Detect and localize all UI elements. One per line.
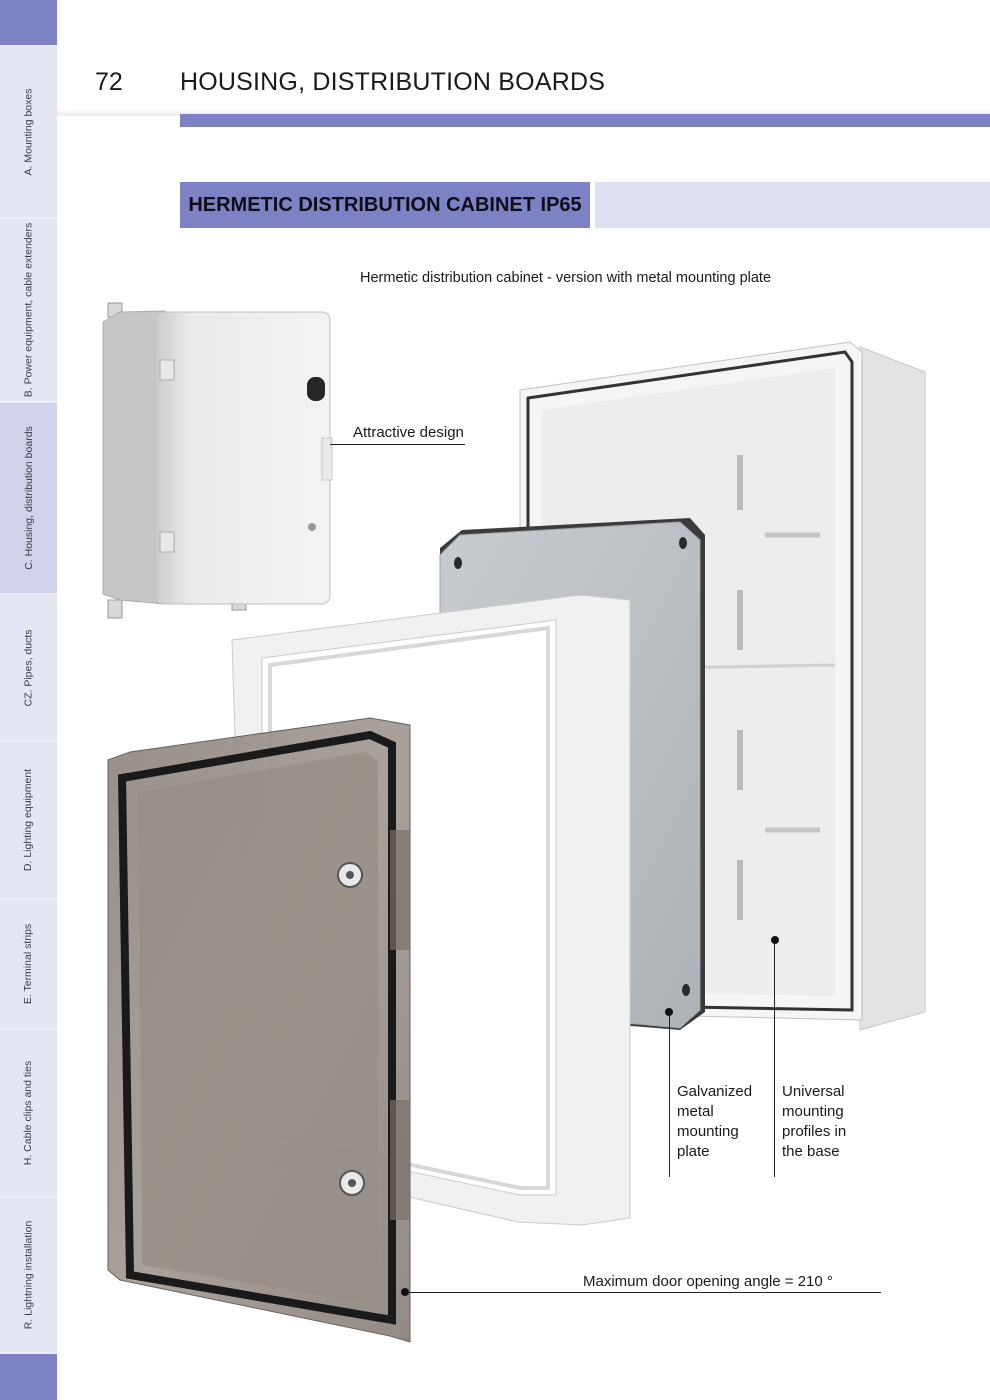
sidebar-nav: A. Mounting boxes B. Power equipment, ca…: [0, 0, 57, 1400]
page-number: 72: [95, 68, 123, 96]
annotation-leader-profiles: [774, 944, 775, 1177]
sidebar-tab-cable-clips[interactable]: H. Cable clips and ties: [0, 1030, 57, 1196]
annotation-leader-design: [330, 444, 465, 445]
section-title-fill: [595, 182, 990, 228]
sidebar-bottom-marker: [0, 1354, 57, 1400]
header-bar: [180, 114, 990, 127]
annotation-line: the base: [782, 1143, 840, 1160]
sidebar-tab-terminal-strips[interactable]: E. Terminal strips: [0, 900, 57, 1028]
sidebar-tab-power-equipment[interactable]: B. Power equipment, cable extenders: [0, 219, 57, 401]
annotation-line: profiles in: [782, 1123, 847, 1140]
sidebar-tab-lightning[interactable]: R. Lightning installation: [0, 1198, 57, 1352]
sidebar-top-marker: [0, 0, 57, 45]
annotation-galvanized-plate: Galvanized metal mounting plate: [677, 1082, 752, 1162]
annotation-line: Universal: [782, 1083, 845, 1100]
annotation-line: Galvanized: [677, 1083, 753, 1100]
annotation-attractive-design: Attractive design: [353, 424, 464, 441]
annotation-line: mounting: [782, 1103, 844, 1120]
annotation-line: mounting: [677, 1123, 739, 1140]
transparent-door-image: [107, 717, 411, 1343]
figure-subtitle: Hermetic distribution cabinet - version …: [360, 270, 772, 286]
annotation-leader-door: [409, 1292, 881, 1293]
sidebar-tab-mounting-boxes[interactable]: A. Mounting boxes: [0, 47, 57, 217]
annotation-door-angle: Maximum door opening angle = 210 °: [583, 1273, 833, 1290]
closed-cabinet-image: [102, 302, 333, 619]
annotation-line: metal: [677, 1103, 714, 1120]
annotation-line: plate: [677, 1143, 710, 1160]
sidebar-tab-housing[interactable]: C. Housing, distribution boards: [0, 403, 57, 593]
header-shadow: [57, 108, 990, 116]
annotation-universal-profiles: Universal mounting profiles in the base: [782, 1082, 846, 1162]
sidebar-tab-lighting[interactable]: D. Lighting equipment: [0, 742, 57, 898]
section-title: HERMETIC DISTRIBUTION CABINET IP65: [180, 182, 590, 228]
page-header: HOUSING, DISTRIBUTION BOARDS: [180, 68, 606, 96]
annotation-leader-plate: [669, 1012, 670, 1177]
sidebar-tab-pipes[interactable]: CZ. Pipes, ducts: [0, 595, 57, 740]
